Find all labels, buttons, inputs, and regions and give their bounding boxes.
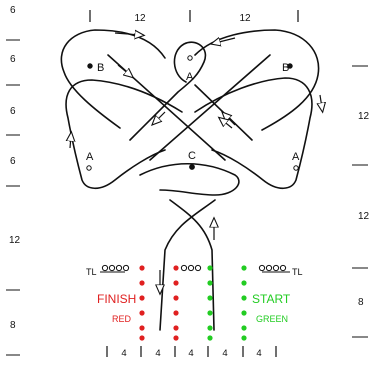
bottom-dim-1: 4	[121, 348, 126, 359]
lower-left-strand	[159, 199, 216, 331]
left-dim-3: 6	[10, 106, 16, 117]
bottom-dim-2: 4	[155, 348, 160, 359]
label-c-center: C	[188, 150, 196, 162]
green-dots	[207, 265, 247, 341]
marker-a-top	[187, 55, 193, 61]
bottom-dim-5: 4	[256, 348, 261, 359]
label-b-left: B	[97, 62, 104, 74]
center-diag-2	[149, 54, 271, 161]
marker-a-left	[86, 165, 92, 171]
top-center-loop	[129, 41, 207, 141]
tl-left-label: TL	[86, 267, 97, 277]
top-dim-1: 12	[134, 13, 146, 24]
top-dimension-ticks	[89, 10, 299, 22]
tl-left-row	[100, 264, 130, 273]
right-dim-2: 12	[358, 211, 370, 222]
left-dim-6: 8	[10, 320, 16, 331]
knot-markers	[86, 55, 299, 171]
right-lobe-inner	[194, 77, 313, 190]
finish-sub-label: RED	[112, 314, 132, 324]
bottom-dimension-ticks	[106, 346, 277, 357]
tl-right-label: TL	[292, 267, 303, 277]
bottom-dim-3: 4	[188, 348, 193, 359]
arrow-left-side	[70, 136, 71, 149]
left-lobe-outer	[60, 29, 166, 129]
left-dim-4: 6	[10, 156, 16, 167]
label-a-left: A	[86, 151, 94, 163]
start-sub-label: GREEN	[256, 314, 288, 324]
marker-c-center	[189, 164, 195, 170]
marker-b-right	[287, 63, 293, 69]
label-b-right: B	[282, 62, 289, 74]
tl-mid-row	[180, 264, 202, 272]
left-dimension-ticks	[6, 39, 20, 356]
left-dim-2: 6	[10, 54, 16, 65]
tl-right-row	[258, 264, 290, 273]
arrow-right-side	[320, 94, 322, 108]
red-dots	[139, 265, 179, 341]
arrow-right-bottom	[222, 120, 233, 129]
right-dimension-ticks	[352, 65, 368, 338]
arrow-top-right	[215, 38, 236, 43]
marker-b-left	[87, 63, 93, 69]
right-dim-3: 8	[358, 297, 364, 308]
arrow-left-lobe	[117, 64, 130, 75]
label-a-top: A	[186, 71, 194, 83]
right-lobe-outer	[194, 29, 320, 131]
arrow-center-left	[155, 111, 166, 122]
arrow-top-left	[114, 33, 140, 35]
top-dim-2: 12	[239, 13, 251, 24]
left-dim-1: 6	[10, 5, 16, 16]
direction-arrows	[70, 33, 322, 290]
marker-a-right	[293, 165, 299, 171]
right-dim-1: 12	[358, 111, 370, 122]
center-c-loop	[139, 163, 240, 196]
bottom-dim-4: 4	[222, 348, 227, 359]
lower-right-strand	[169, 199, 215, 331]
left-lobe-inner	[65, 79, 183, 190]
left-dim-5: 12	[9, 235, 21, 246]
label-a-right: A	[292, 151, 300, 163]
knot-labels: B A B A C A	[86, 62, 300, 163]
start-label: START	[252, 292, 291, 306]
finish-label: FINISH	[97, 292, 136, 306]
